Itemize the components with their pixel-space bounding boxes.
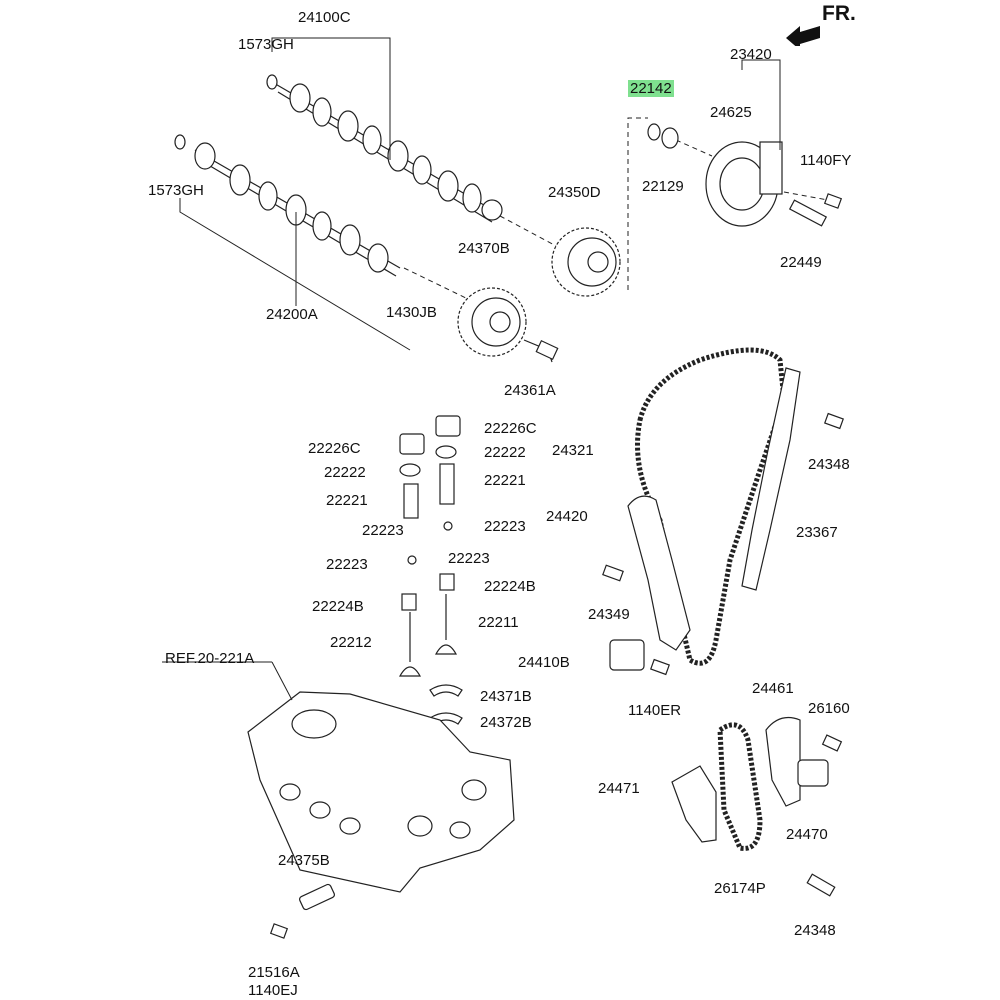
label-26174P: 26174P [714, 880, 766, 897]
label-22449: 22449 [780, 254, 822, 271]
label-24348-upper: 24348 [808, 456, 850, 473]
label-24461: 24461 [752, 680, 794, 697]
label-24471: 24471 [598, 780, 640, 797]
label-24350D: 24350D [548, 184, 601, 201]
label-24361A: 24361A [504, 382, 556, 399]
label-22211: 22211 [478, 614, 519, 631]
label-22223-c: 22223 [326, 556, 368, 573]
label-1573GH-upper: 1573GH [238, 36, 294, 53]
label-22223-a: 22223 [362, 522, 404, 539]
label-24371B: 24371B [480, 688, 532, 705]
label-22226C-left: 22226C [308, 440, 361, 457]
label-24370B: 24370B [458, 240, 510, 257]
label-22212: 22212 [330, 634, 372, 651]
label-1140EJ: 1140EJ [248, 982, 298, 999]
label-24349: 24349 [588, 606, 630, 623]
label-24372B: 24372B [480, 714, 532, 731]
label-24375B: 24375B [278, 852, 330, 869]
label-24348-lower: 24348 [794, 922, 836, 939]
label-24470: 24470 [786, 826, 828, 843]
label-23420: 23420 [730, 46, 772, 63]
label-22222-left: 22222 [324, 464, 366, 481]
label-24625: 24625 [710, 104, 752, 121]
label-22223-b: 22223 [484, 518, 526, 535]
camshaft-sprocket [457, 287, 559, 363]
label-24410B: 24410B [518, 654, 570, 671]
label-22226C-right: 22226C [484, 420, 537, 437]
camshaft-exhaust [266, 74, 503, 223]
label-1140FY: 1140FY [800, 152, 852, 169]
cvvt-sprocket [551, 227, 621, 297]
label-21516A: 21516A [248, 964, 300, 981]
label-1573GH-lower: 1573GH [148, 182, 204, 199]
label-22142-highlighted: 22142 [628, 80, 674, 97]
oil-control-valve [705, 141, 783, 227]
cylinder-head [247, 691, 515, 893]
front-arrow-icon [786, 26, 820, 46]
label-24100C: 24100C [298, 9, 351, 26]
label-23367: 23367 [796, 524, 838, 541]
reference-label: REF.20-221A [165, 650, 255, 667]
seal-22142 [647, 123, 661, 141]
label-26160: 26160 [808, 700, 850, 717]
label-24420: 24420 [546, 508, 588, 525]
label-22224B-left: 22224B [312, 598, 364, 615]
label-22129: 22129 [642, 178, 684, 195]
label-24321: 24321 [552, 442, 594, 459]
direction-label: FR. [822, 2, 856, 25]
label-22223-d: 22223 [448, 550, 490, 567]
label-22222-right: 22222 [484, 444, 526, 461]
label-22224B-right: 22224B [484, 578, 536, 595]
label-22221-left: 22221 [326, 492, 368, 509]
camshaft-intake [174, 134, 401, 277]
label-1140ER: 1140ER [628, 702, 682, 719]
label-1430JB: 1430JB [386, 304, 437, 321]
label-24200A: 24200A [266, 306, 318, 323]
label-22221-right: 22221 [484, 472, 526, 489]
